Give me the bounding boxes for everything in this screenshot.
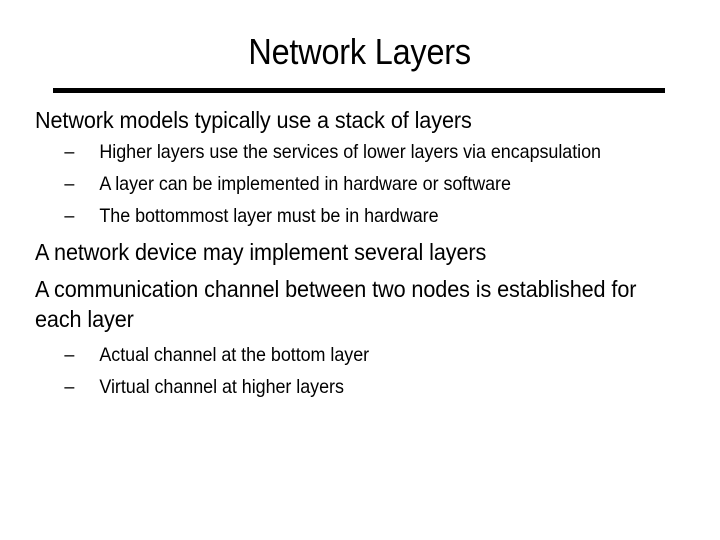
bullet-level2: – The bottommost layer must be in hardwa… bbox=[0, 204, 708, 229]
spacer bbox=[0, 368, 720, 375]
dash-bullet-icon: – bbox=[64, 172, 75, 195]
spacer bbox=[0, 229, 720, 238]
spacer bbox=[0, 267, 720, 275]
dash-bullet-icon: – bbox=[64, 204, 75, 227]
slide-title-container: Network Layers bbox=[0, 30, 720, 74]
bullet-text: Actual channel at the bottom layer bbox=[99, 344, 370, 366]
spacer bbox=[0, 197, 720, 204]
bullet-text: A layer can be implemented in hardware o… bbox=[99, 172, 511, 195]
bullet-text: Network models typically use a stack of … bbox=[34, 107, 472, 133]
spacer bbox=[0, 334, 720, 343]
bullet-text: A communication channel between two node… bbox=[34, 276, 637, 332]
bullet-level2: – Actual channel at the bottom layer bbox=[0, 343, 708, 368]
bullet-level2: – A layer can be implemented in hardware… bbox=[0, 172, 708, 197]
dash-bullet-icon: – bbox=[64, 140, 75, 163]
dash-bullet-icon: – bbox=[64, 344, 75, 366]
page-title: Network Layers bbox=[248, 31, 472, 72]
bullet-level1: A communication channel between two node… bbox=[0, 275, 708, 334]
bullet-level1: Network models typically use a stack of … bbox=[0, 106, 708, 136]
bullet-level1: A network device may implement several l… bbox=[0, 238, 708, 268]
bullet-text: A network device may implement several l… bbox=[34, 238, 487, 265]
spacer bbox=[0, 165, 720, 172]
dash-bullet-icon: – bbox=[64, 376, 75, 398]
slide-body: Network models typically use a stack of … bbox=[0, 106, 720, 400]
bullet-level2: – Higher layers use the services of lowe… bbox=[0, 140, 708, 165]
bullet-text: Higher layers use the services of lower … bbox=[99, 140, 601, 163]
bullet-level2: – Virtual channel at higher layers bbox=[0, 375, 708, 400]
bullet-text: The bottommost layer must be in hardware bbox=[99, 204, 439, 227]
title-divider-rule bbox=[53, 88, 665, 93]
bullet-text: Virtual channel at higher layers bbox=[99, 376, 344, 398]
